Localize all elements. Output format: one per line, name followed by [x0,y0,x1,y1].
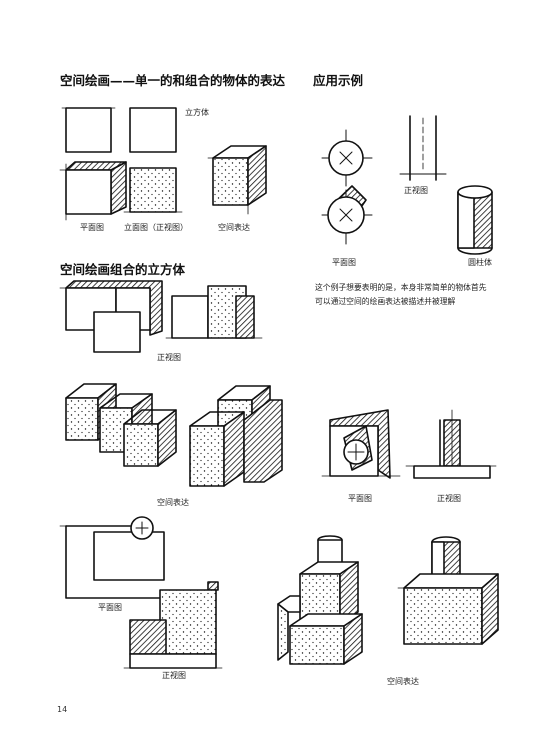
combined-space-left [65,383,177,467]
label-front-2: 正视图 [157,353,181,362]
label-right-plan-2: 平面图 [348,494,372,503]
explanation-line-2: 可以通过空间的绘画表达被描述并被理解 [315,297,456,306]
right-plan-view-2 [321,409,401,479]
elevation-square-top [129,107,177,153]
cylinder-front-view [399,115,447,181]
label-plan-3: 平面图 [98,603,122,612]
heading-application-examples: 应用示例 [313,73,364,88]
plan-view-with-shadow [59,161,127,221]
combined-front-view-left [59,280,163,353]
label-right-front: 正视图 [404,186,428,195]
label-right-front-2: 正视图 [437,494,461,503]
page-number: 14 [57,705,68,714]
elevation-view-dotted [123,167,183,213]
circle-marker [130,516,154,540]
plan-view-3 [59,525,165,599]
label-plan-1: 平面图 [80,223,104,232]
heading-single-combined: 空间绘画——单一的和组合的物体的表达 [60,73,286,88]
label-right-plan: 平面图 [332,258,356,267]
cylinder-plan-top [321,129,373,187]
label-right-space: 空间表达 [387,677,419,686]
label-space-2: 空间表达 [157,498,189,507]
label-cylinder: 圆柱体 [468,258,492,267]
combined-front-view-right [165,285,263,339]
right-space-left [277,535,363,665]
plan-square-top [61,107,116,153]
label-elevation-1: 立面图（正视图） [124,223,188,232]
label-space-1: 空间表达 [218,223,250,232]
cylinder-plan-bottom [321,185,373,245]
right-space-right [397,536,499,645]
combined-space-right [189,385,283,487]
explanation-paragraph: 这个例子想要表明的是，本身非常简单的物体首先 可以通过空间的绘画表达被描述并被理… [315,281,487,309]
explanation-line-1: 这个例子想要表明的是，本身非常简单的物体首先 [315,283,487,292]
label-front-3: 正视图 [162,671,186,680]
cylinder-3d [457,185,493,255]
label-cube: 立方体 [185,108,209,117]
right-front-view-2 [405,409,497,479]
space-cube-1 [207,145,267,215]
front-view-3 [123,581,223,669]
heading-combined-cubes: 空间绘画组合的立方体 [60,262,186,277]
